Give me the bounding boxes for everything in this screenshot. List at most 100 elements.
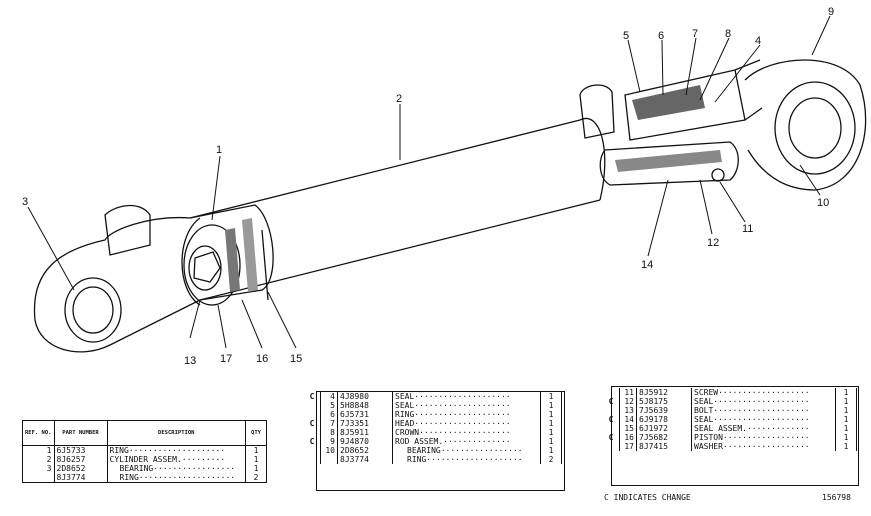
part-number: 6J5731 <box>337 410 393 419</box>
ref-no: 16 <box>619 433 637 442</box>
description: RING···················· <box>106 473 246 483</box>
callout-7: 7 <box>692 28 698 40</box>
ref-no: 13 <box>619 406 637 415</box>
callout-14: 14 <box>641 259 653 271</box>
quantity: 1 <box>540 401 562 410</box>
callout-12: 12 <box>707 237 719 249</box>
quantity: 2 <box>540 455 562 464</box>
callout-16: 16 <box>256 353 268 365</box>
description: SEAL···················· <box>691 397 836 406</box>
description: RING···················· <box>106 445 246 455</box>
ref-no: 15 <box>619 424 637 433</box>
description: RING···················· <box>392 455 541 464</box>
description: ROD ASSEM.·············· <box>392 437 541 446</box>
callout-1: 1 <box>216 144 222 156</box>
description: HEAD···················· <box>392 419 541 428</box>
quantity: 2 <box>245 473 267 483</box>
part-number: 6J1972 <box>636 424 692 433</box>
parts-table-1: REF. NO. PART NUMBER DESCRIPTION QTY 1 6… <box>22 420 267 483</box>
header-qty: QTY <box>245 420 267 446</box>
callout-11: 11 <box>742 223 753 235</box>
quantity: 1 <box>540 410 562 419</box>
part-number: 5J8175 <box>636 397 692 406</box>
header-ref-no: REF. NO. <box>22 420 55 446</box>
callout-6: 6 <box>658 30 664 42</box>
change-flag: C <box>608 415 614 424</box>
change-flag: C <box>309 437 315 446</box>
ref-no: 9 <box>320 437 338 446</box>
quantity: 1 <box>835 433 857 442</box>
change-flag <box>304 410 321 419</box>
description: BEARING················· <box>392 446 541 455</box>
description: SEAL···················· <box>691 415 836 424</box>
callout-4: 4 <box>755 35 761 47</box>
table-row: 8J3774 RING···················· 2 <box>22 473 267 483</box>
change-flag: C <box>309 419 315 428</box>
quantity: 1 <box>835 424 857 433</box>
part-number: 6J5733 <box>53 445 108 455</box>
ref-no: 7 <box>320 419 338 428</box>
table-row: 2 8J6257 CYLINDER ASSEM.········· 1 <box>22 455 267 464</box>
change-flag <box>304 455 321 464</box>
ref-no: 5 <box>320 401 338 410</box>
part-number: 8J5912 <box>636 388 692 397</box>
change-flag <box>603 406 620 415</box>
part-number: 9J4870 <box>337 437 393 446</box>
part-number: 7J5639 <box>636 406 692 415</box>
leader-lines <box>27 15 831 349</box>
change-flag <box>304 401 321 410</box>
description: SEAL···················· <box>392 401 541 410</box>
part-number: 8J6257 <box>53 455 108 464</box>
table-row: 1 6J5733 RING···················· 1 <box>22 445 267 455</box>
callout-2: 2 <box>396 93 402 105</box>
quantity: 1 <box>835 397 857 406</box>
change-flag <box>304 446 321 455</box>
quantity: 1 <box>245 445 267 455</box>
description: WASHER·················· <box>691 442 836 451</box>
description: SCREW··················· <box>691 388 836 397</box>
quantity: 1 <box>835 406 857 415</box>
change-flag <box>603 388 620 397</box>
piston-cutaway <box>181 204 274 306</box>
description: BOLT···················· <box>691 406 836 415</box>
illustration-number: 156798 <box>822 493 851 502</box>
callout-10: 10 <box>817 197 829 209</box>
description: RING···················· <box>392 410 541 419</box>
part-number: 8J3774 <box>337 455 393 464</box>
parts-table-2-frame <box>316 391 565 491</box>
part-number: 5H8848 <box>337 401 393 410</box>
quantity: 1 <box>540 446 562 455</box>
callout-13: 13 <box>184 355 196 367</box>
description: CROWN··················· <box>392 428 541 437</box>
change-flag: C <box>309 392 315 401</box>
quantity: 1 <box>245 464 267 473</box>
callout-15: 15 <box>290 353 302 365</box>
cylinder-exploded-diagram: 1 2 3 4 5 6 7 8 9 10 11 12 13 14 15 16 1… <box>22 6 867 367</box>
ref-no <box>22 473 55 483</box>
change-flag <box>603 424 620 433</box>
callout-8: 8 <box>725 28 731 40</box>
description: SEAL···················· <box>392 392 541 401</box>
ref-no: 4 <box>320 392 338 401</box>
callout-9: 9 <box>828 6 834 18</box>
ref-no: 11 <box>619 388 637 397</box>
rod-end-assembly <box>579 59 867 191</box>
part-number: 8J5911 <box>337 428 393 437</box>
ref-no: 14 <box>619 415 637 424</box>
part-number: 8J7415 <box>636 442 692 451</box>
quantity: 1 <box>835 388 857 397</box>
quantity: 1 <box>540 392 562 401</box>
description: CYLINDER ASSEM.········· <box>106 455 246 464</box>
part-number: 2D8652 <box>53 464 108 473</box>
